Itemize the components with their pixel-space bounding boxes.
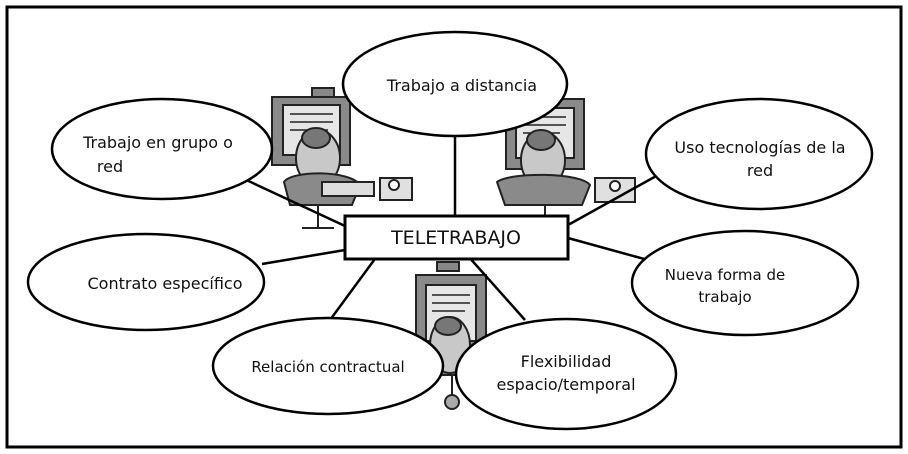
node-flexibilidad: Flexibilidad espacio/temporal — [454, 317, 678, 431]
node-trabajo-a-distancia: Trabajo a distancia — [341, 30, 569, 138]
node-uso-tecnologias: Uso tecnologías de la red — [644, 97, 874, 211]
node-contrato-especifico: Contrato específico — [26, 232, 266, 332]
svg-text:Flexibilidad: Flexibilidad — [521, 352, 612, 371]
node-relacion-contractual: Relación contractual — [211, 316, 445, 416]
svg-text:espacio/temporal: espacio/temporal — [496, 375, 635, 394]
center-box-teletrabajo: TELETRABAJO — [343, 214, 570, 261]
svg-text:Contrato específico: Contrato específico — [88, 274, 243, 293]
svg-text:trabajo: trabajo — [698, 288, 751, 306]
node-trabajo-en-grupo: Trabajo en grupo o red — [50, 97, 274, 201]
svg-text:Trabajo a distancia: Trabajo a distancia — [386, 76, 537, 95]
computer-user-icon — [415, 261, 487, 410]
svg-text:red: red — [747, 161, 773, 180]
svg-text:Nueva forma de: Nueva forma de — [665, 266, 785, 284]
computer-user-icon — [271, 87, 413, 229]
svg-text:Relación contractual: Relación contractual — [251, 358, 404, 376]
node-nueva-forma: Nueva forma de trabajo — [630, 229, 860, 337]
connector-lines — [241, 108, 668, 321]
svg-text:Uso tecnologías de la: Uso tecnologías de la — [674, 138, 845, 157]
svg-text:Trabajo en grupo o: Trabajo en grupo o — [82, 133, 233, 152]
svg-text:red: red — [97, 157, 123, 176]
svg-text:TELETRABAJO: TELETRABAJO — [390, 227, 521, 249]
computer-user-icon — [495, 91, 636, 222]
